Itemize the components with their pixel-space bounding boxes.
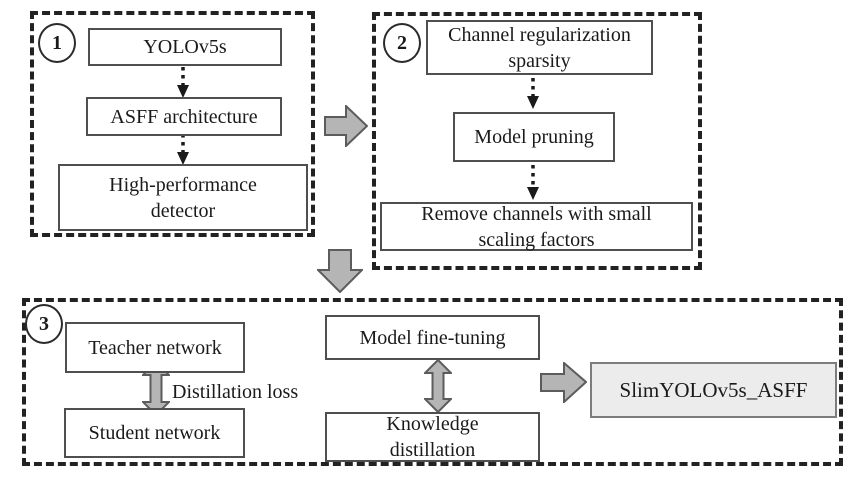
- dotted-arrow-down-icon: [526, 77, 540, 109]
- flow-arrow-right-icon: [540, 360, 588, 405]
- stage-2-number: 2: [397, 31, 407, 54]
- remove-channels-box: Remove channels with small scaling facto…: [380, 202, 693, 251]
- yolov5s-box: YOLOv5s: [88, 28, 282, 66]
- dotted-arrow-down-icon: [176, 66, 190, 98]
- model-pruning-box: Model pruning: [453, 112, 615, 162]
- high-performance-detector-box: High-performance detector: [58, 164, 308, 231]
- flow-arrow-right-icon: [324, 103, 369, 149]
- slim-yolov5s-asff-result-box: SlimYOLOv5s_ASFF: [590, 362, 837, 418]
- double-arrow-vertical-icon: [422, 358, 454, 414]
- channel-regularization-sparsity-box: Channel regularization sparsity: [426, 20, 653, 75]
- teacher-network-box: Teacher network: [65, 322, 245, 373]
- stage-3-number-badge: 3: [25, 304, 63, 344]
- flow-arrow-down-icon: [315, 249, 365, 294]
- stage-2-number-badge: 2: [383, 23, 421, 63]
- stage-1-panel: [30, 11, 315, 237]
- stage-2-panel: [372, 12, 702, 270]
- asff-architecture-box: ASFF architecture: [86, 97, 282, 136]
- model-fine-tuning-box: Model fine-tuning: [325, 315, 540, 360]
- dotted-arrow-down-icon: [176, 133, 190, 165]
- distillation-loss-label: Distillation loss: [172, 381, 299, 403]
- dotted-arrow-down-icon: [526, 164, 540, 200]
- stage-3-number: 3: [39, 312, 49, 335]
- stage-1-number: 1: [52, 31, 62, 54]
- knowledge-distillation-box: Knowledge distillation: [325, 412, 540, 462]
- stage-3-panel: [22, 298, 843, 466]
- stage-1-number-badge: 1: [38, 23, 76, 63]
- student-network-box: Student network: [64, 408, 245, 458]
